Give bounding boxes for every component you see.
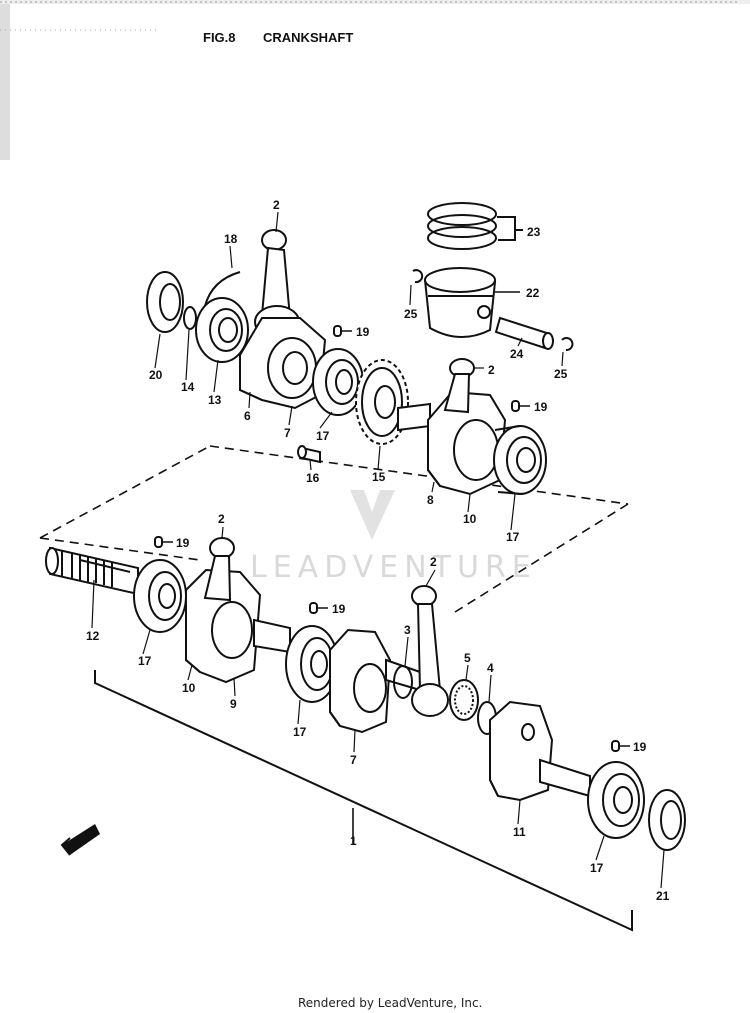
oil-seal-20 [146,271,184,333]
bearing-17-lower-left [133,559,187,633]
crank-web-upper-left [239,317,327,410]
callout-19-upper-a: 19 [356,325,370,339]
bearing-17-lower-right [587,761,645,839]
bearing-17-lower-middle [285,625,339,703]
circlip-left [412,269,424,284]
callout-22: 22 [526,286,540,300]
pin-19-c [154,536,163,548]
bearing-17-upper-right [493,425,547,495]
washer-3 [393,665,413,699]
callout-21: 21 [656,889,670,903]
callout-20: 20 [149,368,163,382]
pin-19-d [309,602,318,614]
watermark-logo: LEADVENTURE [250,490,537,585]
crank-web-upper-right [397,390,507,496]
callout-17-upper-b: 17 [506,530,520,544]
callout-2-upper: 2 [273,198,280,212]
callout-7-upper: 7 [284,426,291,440]
footer-credit: Rendered by LeadVenture, Inc. [298,996,482,1010]
callout-3: 3 [404,623,411,637]
callout-11: 11 [513,825,526,839]
ring-14 [183,306,197,330]
callout-2-lower-left: 2 [218,512,225,526]
callout-19-lower-b: 19 [332,602,346,616]
callout-16: 16 [306,471,320,485]
crankshaft-end-12 [45,546,139,596]
callout-25-right: 25 [554,367,568,381]
callout-10-lower: 10 [182,681,196,695]
callout-1: 1 [350,834,357,848]
figure-number: FIG.8 [203,30,236,45]
callout-19-lower-a: 19 [176,536,190,550]
callout-17-lower-c: 17 [590,861,604,875]
callout-13: 13 [208,393,222,407]
watermark-text: LEADVENTURE [250,550,537,585]
callout-15: 15 [372,470,386,484]
callout-24: 24 [510,347,524,361]
callout-18: 18 [224,232,238,246]
needle-bearing-5 [449,679,479,721]
callout-2-upper-right: 2 [488,363,495,377]
front-direction-arrow-icon [60,824,100,856]
callout-19-lower-c: 19 [633,740,647,754]
lower-assembly-bracket [94,670,633,932]
connecting-rod-lower-right [411,585,449,717]
piston-rings [427,202,523,250]
callout-14: 14 [181,380,195,394]
callout-7-lower: 7 [350,753,357,767]
callout-labels: 2 18 23 22 25 24 25 19 20 14 13 6 7 17 1… [86,198,670,903]
piston-pin [494,316,554,350]
scan-noise [0,0,750,160]
callout-17-lower-a: 17 [138,654,152,668]
callout-5: 5 [464,651,471,665]
callout-19-upper-b: 19 [534,400,548,414]
callout-12: 12 [86,629,100,643]
callout-2-lower-right: 2 [430,555,437,569]
leader-lines [91,211,665,889]
bolt-16 [297,445,321,464]
crank-web-lower-left [185,568,291,684]
circlip-right [561,337,574,351]
connecting-rod-upper-right [443,358,475,414]
figure-title: CRANKSHAFT [263,30,353,45]
callout-4: 4 [487,661,494,675]
callout-8: 8 [427,493,434,507]
callout-25-left: 25 [404,307,418,321]
crank-web-lower-middle [329,628,421,734]
bearing-17-upper [312,348,364,416]
callout-17-lower-b: 17 [293,725,307,739]
connecting-rod-lower-left [203,537,235,602]
callout-10-upper: 10 [463,512,477,526]
pin-19-a [333,325,342,337]
gear-15 [355,359,409,445]
bearing-13 [195,297,249,363]
pin-19-b [511,400,520,412]
pin-19-e [611,740,620,752]
oil-seal-21 [648,789,686,851]
crank-web-11 [489,700,591,802]
callout-23: 23 [527,225,541,239]
upper-assembly-dashed-box [39,445,629,613]
piston [423,267,520,339]
callout-17-upper-a: 17 [316,429,330,443]
callout-9: 9 [230,697,237,711]
callout-6: 6 [244,409,251,423]
